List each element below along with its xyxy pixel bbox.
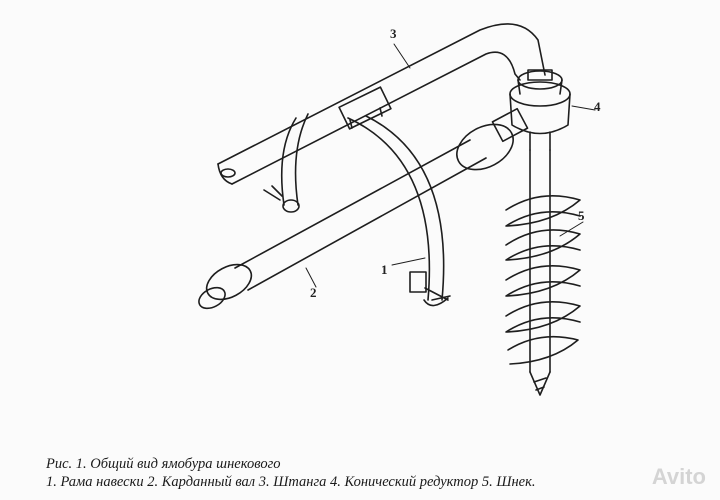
caption-title: Рис. 1. Общий вид ямобура шнекового bbox=[46, 456, 281, 472]
callout-4: 4 bbox=[594, 99, 601, 114]
leader-lines bbox=[305, 43, 596, 288]
callout-1: 1 bbox=[381, 262, 388, 277]
callout-3: 3 bbox=[390, 26, 397, 41]
auger bbox=[505, 149, 581, 396]
caption-legend: 1. Рама навески 2. Карданный вал 3. Штан… bbox=[46, 474, 536, 490]
gearbox bbox=[509, 69, 571, 151]
driveshaft bbox=[198, 107, 529, 310]
figure-caption: Рис. 1. Общий вид ямобура шнекового 1. Р… bbox=[46, 455, 706, 491]
callout-5: 5 bbox=[578, 208, 585, 223]
avito-watermark: Avito bbox=[651, 464, 706, 489]
boom bbox=[217, 23, 546, 185]
mounting-frame bbox=[263, 113, 451, 307]
callout-2: 2 bbox=[310, 285, 317, 300]
auger-drawing bbox=[198, 23, 596, 396]
